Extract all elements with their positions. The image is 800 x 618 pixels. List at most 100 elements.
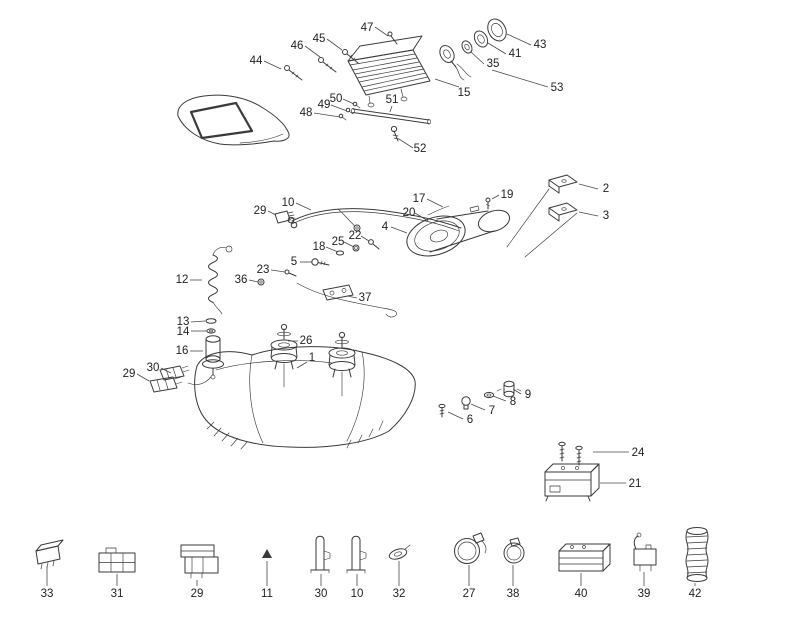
gauge-assembly [406, 205, 511, 257]
connector-29-left [149, 376, 183, 393]
callout-17: 17 [413, 193, 426, 205]
windshield [189, 101, 254, 140]
connector-icon-31 [98, 547, 136, 573]
callout-14: 14 [177, 326, 190, 338]
hood-outline [177, 94, 290, 146]
relay-icon-33 [35, 539, 64, 570]
callout-38-bottom: 38 [507, 588, 520, 600]
headlight-housing [347, 35, 431, 108]
callout-5: 5 [291, 256, 297, 268]
bulb-socket-ring [461, 40, 473, 54]
callout-24: 24 [632, 447, 645, 459]
callout-16: 16 [176, 345, 189, 357]
washer-8 [483, 391, 495, 399]
callout-10-bottom: 10 [351, 588, 364, 600]
rod-bolt [390, 125, 400, 142]
callout-45: 45 [313, 33, 326, 45]
connector-icon-29 [180, 544, 219, 579]
callout-11-bottom: 11 [261, 588, 273, 600]
gauge-fasteners [257, 239, 380, 286]
tether-locknut [206, 328, 216, 334]
callout-48: 48 [300, 107, 313, 119]
conduit-icon-42 [685, 527, 709, 582]
relay-screws-24 [558, 441, 583, 466]
callout-20: 20 [403, 207, 416, 219]
switch-icon-39 [633, 532, 657, 572]
callout-4: 4 [382, 221, 389, 233]
callout-26: 26 [300, 335, 313, 347]
handlebar-switch-left [270, 323, 298, 388]
tether-washer [205, 318, 217, 324]
callout-30-bottom: 30 [315, 588, 328, 600]
gauge-screw [485, 197, 491, 210]
callout-46: 46 [291, 40, 304, 52]
callout-6: 6 [467, 414, 473, 426]
tether-coil [208, 245, 233, 315]
callout-33-bottom: 33 [41, 588, 54, 600]
callout-52: 52 [414, 143, 427, 155]
clamp-icon-27 [454, 532, 487, 564]
fuel-tank-outline [194, 346, 416, 450]
relay-module-21 [544, 463, 600, 502]
callout-49: 49 [318, 99, 331, 111]
screw-6 [438, 403, 446, 418]
bracket-upper [548, 174, 578, 194]
adjuster-rod [351, 107, 431, 125]
callout-25: 25 [332, 236, 345, 248]
callout-12: 12 [176, 274, 189, 286]
callout-29-bottom: 29 [191, 588, 204, 600]
terminal-icon-32 [388, 544, 411, 560]
hood-mount-screws [284, 31, 398, 81]
callout-22: 22 [349, 230, 362, 242]
callout-35: 35 [487, 58, 500, 70]
callout-1: 1 [309, 352, 315, 364]
harness-connector [274, 210, 296, 224]
mounting-plate [322, 284, 354, 301]
bulb-7 [461, 396, 471, 410]
clamp-icon-38 [503, 537, 525, 564]
callout-3: 3 [603, 210, 609, 222]
callout-41: 41 [509, 48, 522, 60]
callout-10-harness: 10 [282, 197, 295, 209]
callout-53: 53 [551, 82, 564, 94]
callout-51: 51 [386, 94, 399, 106]
callout-32-bottom: 32 [393, 588, 406, 600]
callout-43: 43 [534, 39, 547, 51]
callout-36: 36 [235, 274, 248, 286]
bracket-icon-10 [346, 535, 367, 574]
harness-cable [296, 282, 398, 318]
callout-labels: 47 45 46 44 43 41 35 15 53 50 49 48 51 5… [41, 22, 702, 600]
callout-31-bottom: 31 [111, 588, 124, 600]
callout-2: 2 [603, 183, 609, 195]
callout-21: 21 [629, 478, 642, 490]
callout-18: 18 [313, 241, 326, 253]
leader-lines [46, 26, 696, 586]
callout-9: 9 [525, 389, 531, 401]
callout-15: 15 [458, 87, 471, 99]
tether-switch [187, 335, 224, 385]
relay-icon-40 [558, 543, 611, 572]
callout-19: 19 [501, 189, 514, 201]
callout-40-bottom: 40 [575, 588, 588, 600]
callout-13: 13 [177, 316, 190, 328]
handlebar-switch-right [328, 331, 356, 397]
connector-30-left [159, 365, 190, 381]
callout-29-harness: 29 [254, 205, 267, 217]
headlight-bulb [439, 44, 472, 81]
wiring-harness [287, 205, 462, 232]
callout-50: 50 [330, 93, 343, 105]
callout-7: 7 [489, 405, 495, 417]
retaining-ring [473, 30, 489, 48]
callout-42-bottom: 42 [689, 588, 702, 600]
alignment-lines [506, 188, 578, 258]
socket-9 [496, 380, 522, 398]
bracket-icon-30 [310, 535, 331, 574]
callout-23: 23 [257, 264, 270, 276]
callout-8: 8 [510, 396, 516, 408]
headlight-rim [487, 18, 507, 42]
callout-44: 44 [250, 55, 263, 67]
bracket-lower [548, 202, 578, 222]
callout-30-left: 30 [147, 362, 160, 374]
